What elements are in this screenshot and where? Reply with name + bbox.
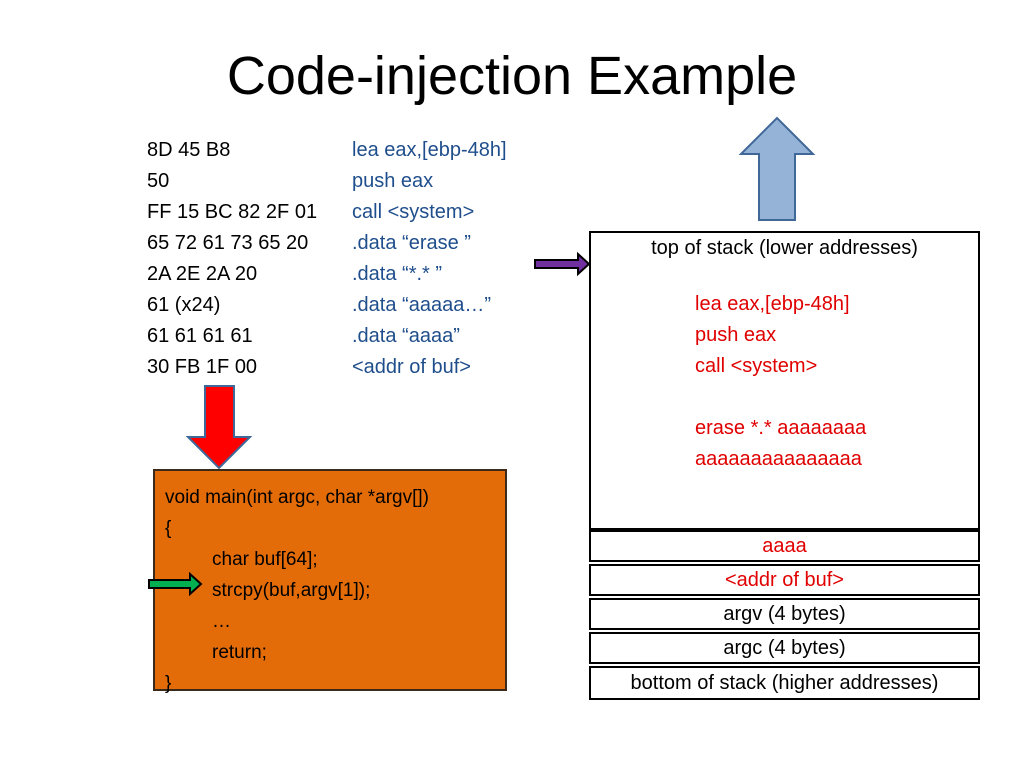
asm-instruction: .data “*.* ” <box>352 263 443 285</box>
hex-bytes: FF 15 BC 82 2F 01 <box>147 201 318 223</box>
hex-bytes: 65 72 61 73 65 20 <box>147 232 309 254</box>
source-line: } <box>165 673 172 694</box>
hex-bytes: 8D 45 B8 <box>147 139 231 161</box>
stack-payload-region: lea eax,[ebp-48h] push eax call <system>… <box>589 263 980 530</box>
source-line: char buf[64]; <box>212 549 318 570</box>
payload-line: call <system> <box>695 355 818 377</box>
source-line: strcpy(buf,argv[1]); <box>212 580 371 601</box>
down-arrow-icon <box>185 385 253 470</box>
code-row: 8D 45 B8 lea eax,[ebp-48h] <box>147 135 507 166</box>
hex-bytes: 30 FB 1F 00 <box>147 356 258 378</box>
execution-arrow-icon <box>148 571 203 597</box>
asm-instruction: .data “aaaa” <box>352 325 460 347</box>
asm-instruction: <addr of buf> <box>352 356 471 378</box>
source-line: … <box>212 611 231 632</box>
source-line: return; <box>212 642 267 663</box>
asm-instruction: .data “aaaaa…” <box>352 294 491 316</box>
code-row: FF 15 BC 82 2F 01 call <system> <box>147 197 507 228</box>
hex-bytes: 50 <box>147 170 170 192</box>
code-row: 50 push eax <box>147 166 507 197</box>
payload-line: aaaaaaaaaaaaaaa <box>695 448 862 470</box>
asm-instruction: call <system> <box>352 201 475 223</box>
asm-instruction: push eax <box>352 170 434 192</box>
stack-return-address: <addr of buf> <box>589 564 980 596</box>
code-row: 65 72 61 73 65 20 .data “erase ” <box>147 228 507 259</box>
asm-instruction: lea eax,[ebp-48h] <box>352 139 507 161</box>
stack-top-label: top of stack (lower addresses) <box>589 231 980 265</box>
stack-argv: argv (4 bytes) <box>589 598 980 630</box>
code-row: 61 (x24) .data “aaaaa…” <box>147 290 507 321</box>
slide-title: Code-injection Example <box>226 46 798 106</box>
payload-line: erase *.* aaaaaaaa <box>695 417 867 439</box>
up-arrow-icon <box>738 116 816 221</box>
pointer-arrow-icon <box>534 251 591 277</box>
payload-line: push eax <box>695 324 777 346</box>
payload-line: lea eax,[ebp-48h] <box>695 293 850 315</box>
stack-bottom-label: bottom of stack (higher addresses) <box>589 666 980 700</box>
source-code-box: void main(int argc, char *argv[]) { char… <box>153 469 507 694</box>
code-row: 2A 2E 2A 20 .data “*.* ” <box>147 259 507 290</box>
hex-bytes: 2A 2E 2A 20 <box>147 263 258 285</box>
source-line: void main(int argc, char *argv[]) <box>165 487 429 508</box>
hex-bytes: 61 (x24) <box>147 294 221 316</box>
stack-argc: argc (4 bytes) <box>589 632 980 664</box>
payload-lines: lea eax,[ebp-48h] push eax call <system>… <box>695 289 866 475</box>
asm-instruction: .data “erase ” <box>352 232 471 254</box>
code-row: 61 61 61 61 .data “aaaa” <box>147 321 507 352</box>
hex-bytes: 61 61 61 61 <box>147 325 253 347</box>
stack-saved-ebp: aaaa <box>589 530 980 562</box>
code-row: 30 FB 1F 00 <addr of buf> <box>147 352 507 383</box>
source-line: { <box>165 518 172 539</box>
machine-code-listing: 8D 45 B8 lea eax,[ebp-48h] 50 push eax F… <box>147 135 507 383</box>
